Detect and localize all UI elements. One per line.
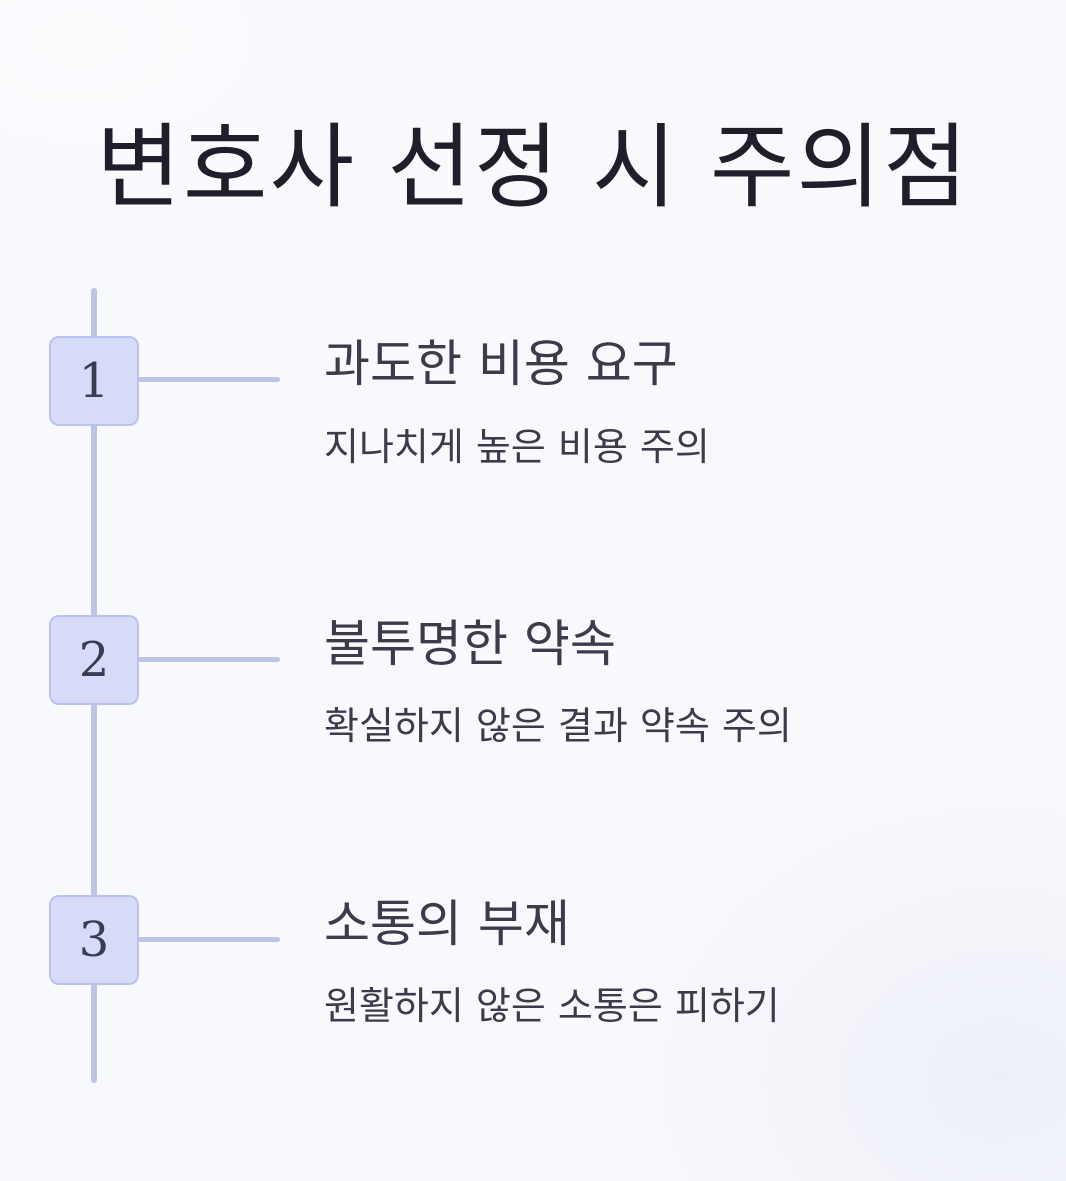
step-number-badge-2: 2: [49, 615, 139, 705]
connector-line-1: [138, 377, 280, 382]
step-description-2: 확실하지 않은 결과 약속 주의: [324, 704, 792, 748]
step-title-1: 과도한 비용 요구: [324, 335, 678, 393]
step-description-1: 지나치게 높은 비용 주의: [324, 425, 710, 469]
step-title-3: 소통의 부재: [324, 895, 570, 953]
step-number-badge-1: 1: [49, 336, 139, 426]
step-description-3: 원활하지 않은 소통은 피하기: [324, 984, 780, 1028]
step-number-badge-3: 3: [49, 895, 139, 985]
connector-line-3: [138, 937, 280, 942]
page-title: 변호사 선정 시 주의점: [96, 114, 970, 221]
step-title-2: 불투명한 약속: [324, 615, 616, 673]
connector-line-2: [138, 657, 280, 662]
